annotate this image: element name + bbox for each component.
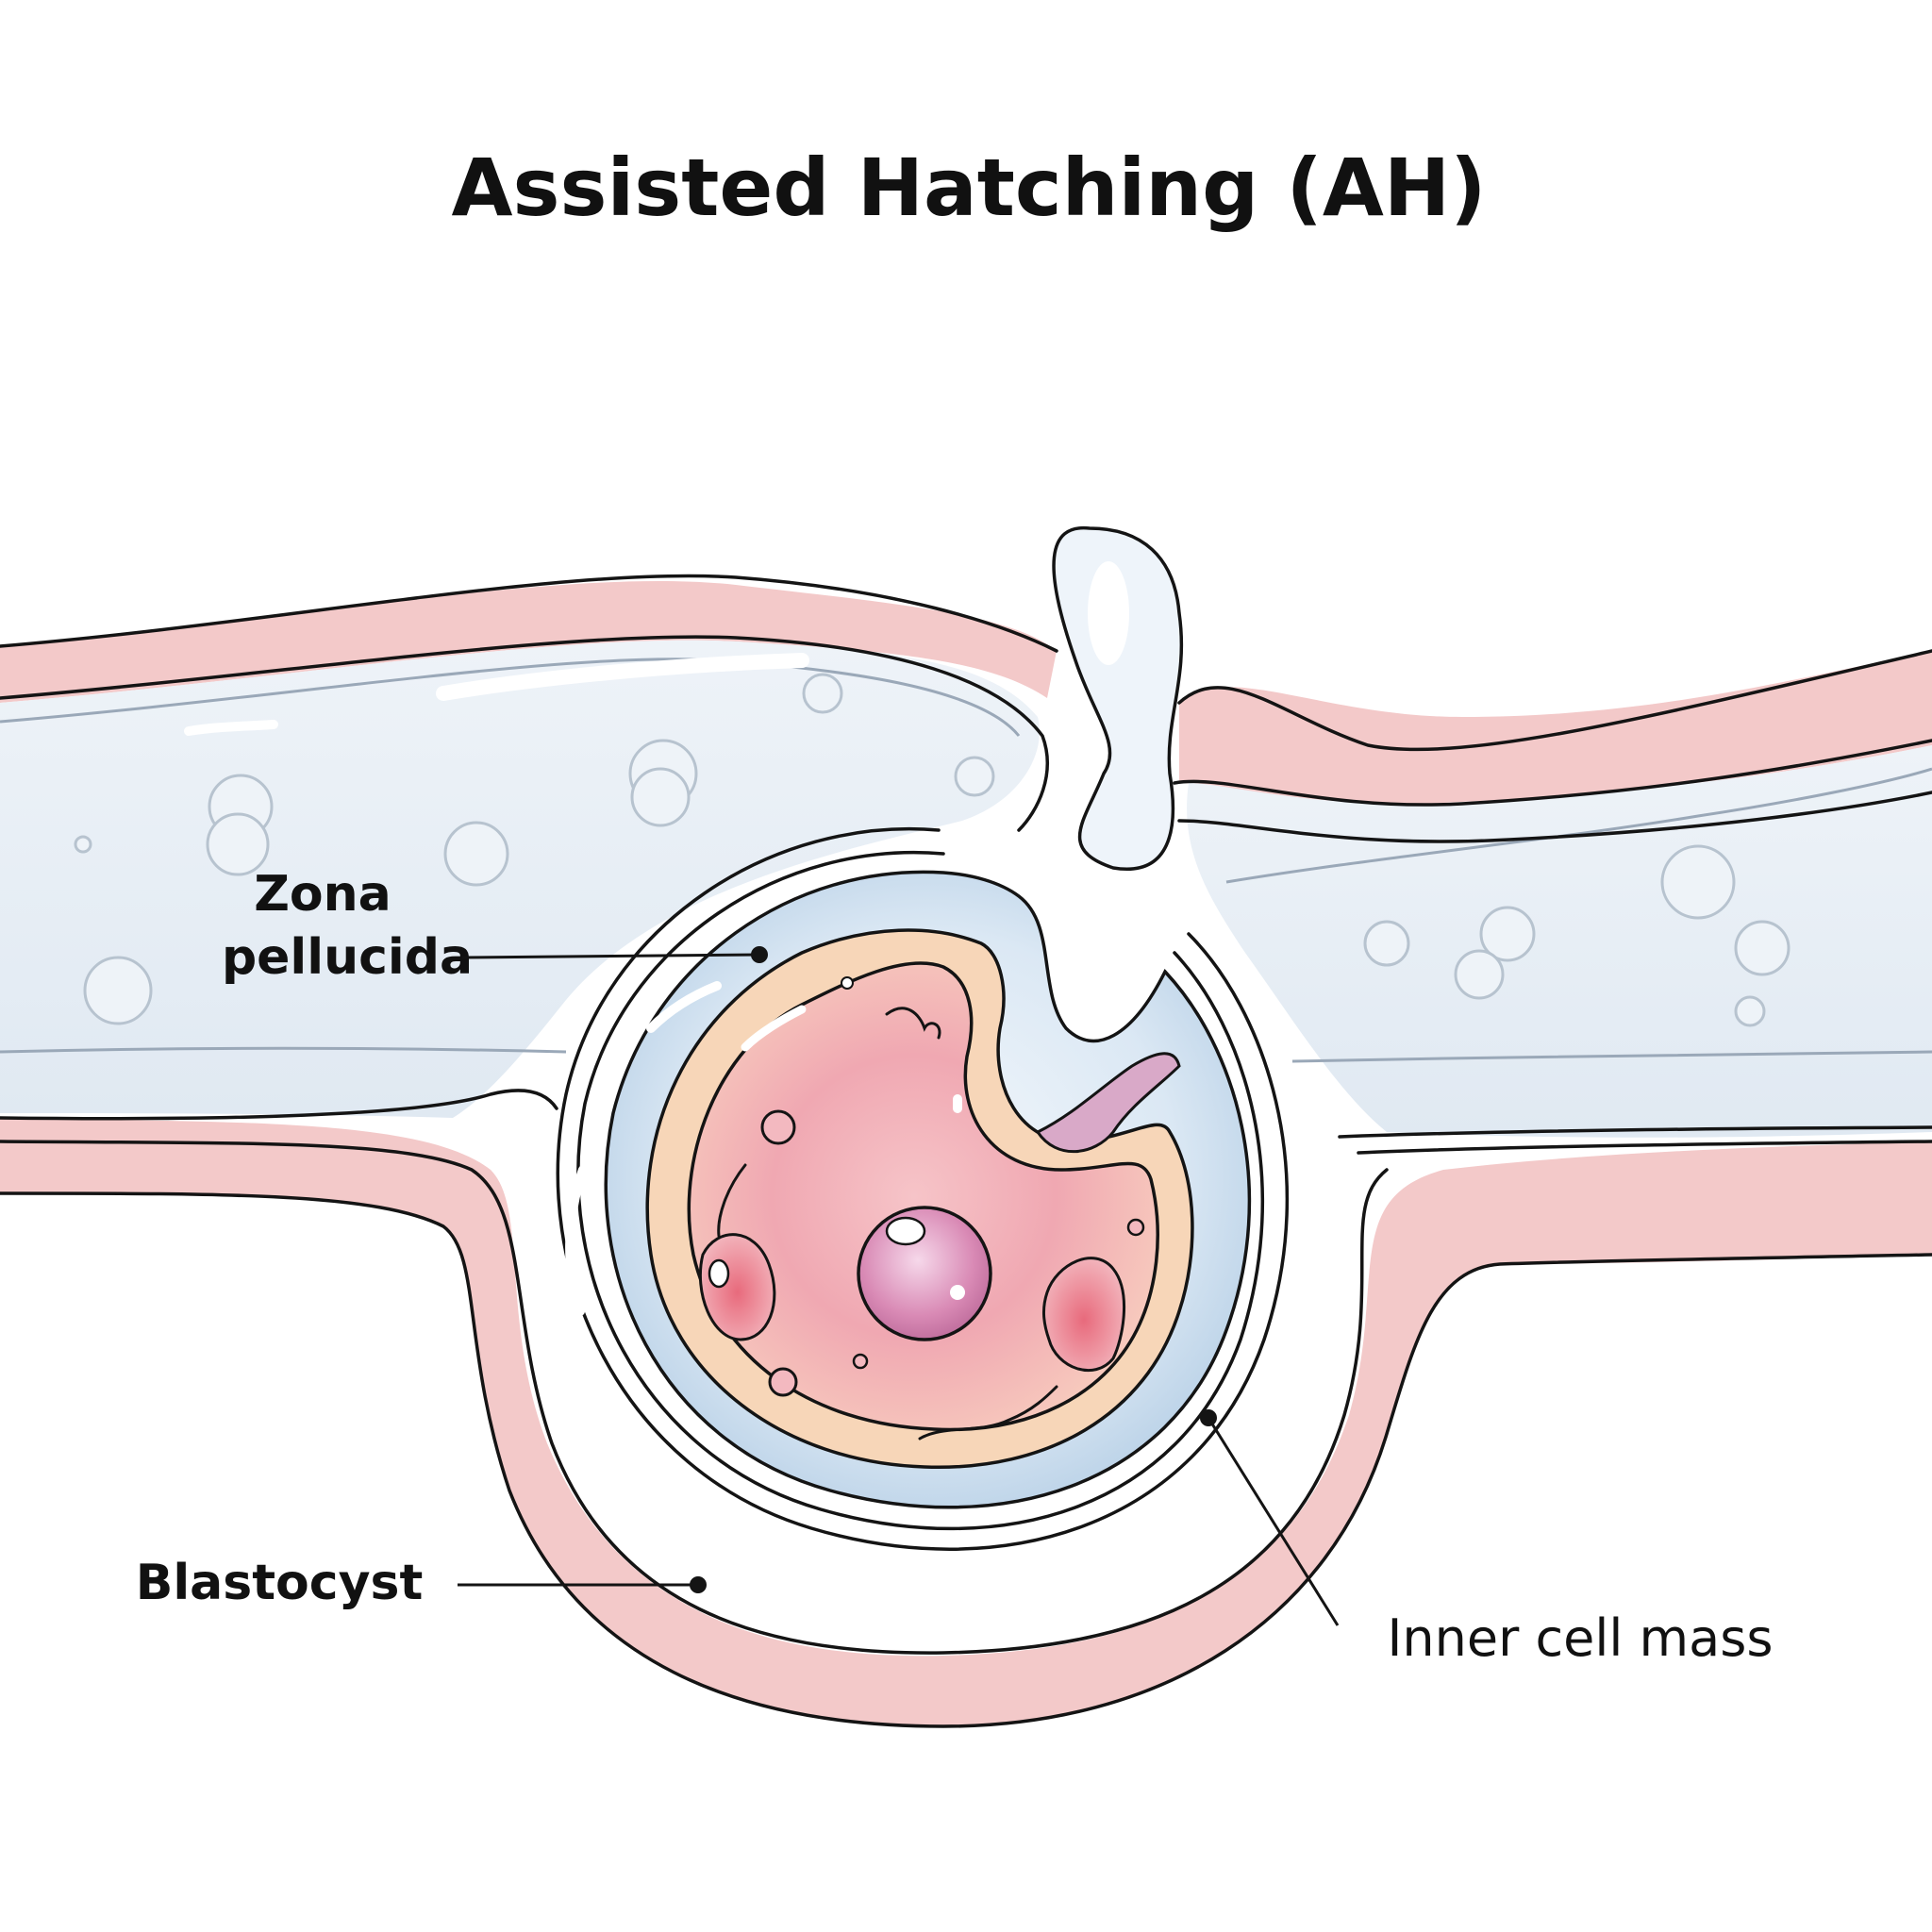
- bubble: [206, 812, 270, 876]
- bubble: [1454, 949, 1505, 1000]
- tube-outline-top-right-outer: [1177, 649, 1932, 752]
- blastocyst-ring-outer: [556, 827, 1290, 1551]
- nucleus-dot: [950, 1285, 965, 1300]
- tube-outline-right-inner2: [1177, 791, 1932, 843]
- leader-dot-blastocyst: [690, 1576, 707, 1593]
- label-zona-line2: pellucida: [222, 929, 473, 986]
- label-zona-pellucida: Zona pellucida: [222, 866, 768, 986]
- vesicle-5: [841, 976, 854, 990]
- lumen-highlight-2: [184, 720, 278, 736]
- blastocyst-ring-middle: [576, 851, 1264, 1531]
- label-blastocyst: Blastocyst: [136, 1555, 424, 1611]
- tube-lumen-left: [0, 640, 1040, 1118]
- vesicle-2: [768, 1367, 798, 1397]
- cell-mass-contour-bottom: [918, 1385, 1058, 1441]
- herniation-highlight: [1088, 561, 1129, 665]
- organelle-left-small: [708, 1258, 730, 1289]
- leader-dot-inner-cell-mass: [1200, 1409, 1217, 1426]
- vesicle-3: [852, 1353, 869, 1370]
- bubble: [83, 956, 153, 1025]
- bubble: [630, 767, 691, 827]
- bubble: [1363, 920, 1410, 967]
- leader-inner-cell-mass: [1207, 1417, 1340, 1626]
- bubble: [802, 673, 843, 714]
- bubble: [1734, 920, 1790, 976]
- tube-outline-bottom-outermost: [0, 1191, 1932, 1728]
- leader-zona: [461, 953, 760, 959]
- tube-outline-top-inner-left: [0, 635, 1049, 832]
- cell-mass-body: [687, 961, 1159, 1432]
- zona-highlight-left: [565, 1165, 588, 1316]
- vesicle-1: [760, 1109, 796, 1145]
- tube-outline-top-outer-left: [0, 574, 1058, 653]
- vesicle-6: [953, 1094, 962, 1113]
- tube-wall-bottom: [0, 1118, 1932, 1726]
- bubble: [74, 835, 92, 854]
- leader-dot-zona: [751, 946, 768, 963]
- bubble: [443, 821, 509, 887]
- blastocyst: [556, 827, 1290, 1551]
- vesicle-4: [1126, 1218, 1145, 1237]
- herniating-trophectoderm: [1035, 1052, 1181, 1154]
- label-zona-line1: Zona: [254, 866, 391, 923]
- cell-mass-inner-contour: [885, 1007, 941, 1040]
- bubble: [1479, 906, 1536, 962]
- tube: [0, 574, 1932, 1728]
- lumen-highlight-1: [436, 653, 809, 701]
- diagram-title: Assisted Hatching (AH): [451, 142, 1486, 234]
- lumen-line-top-right: [1225, 767, 1932, 884]
- lumen-line-mid-left: [0, 1046, 567, 1054]
- zona-herniation: [1052, 525, 1184, 871]
- lumen-line-top-left: [0, 658, 1021, 737]
- tube-outline-bottom-left-inner: [0, 1089, 558, 1121]
- lumen-line-mid-right: [1291, 1050, 1932, 1063]
- label-blastocyst-group: Blastocyst: [136, 1555, 707, 1611]
- cell-mass-contour-left: [717, 1163, 747, 1238]
- organelle-right: [1042, 1257, 1125, 1373]
- tube-outline-bottom-left-outer: [0, 1140, 1389, 1655]
- tube-outline-top-right-inner: [1173, 739, 1932, 807]
- nucleus-highlight: [885, 1216, 926, 1246]
- label-inner-cell-mass-group: Inner cell mass: [1200, 1409, 1774, 1668]
- bubble: [1734, 995, 1766, 1027]
- cell-highlight: [741, 1005, 807, 1052]
- lumen-bubbles: [74, 653, 1790, 1027]
- bubble: [1660, 844, 1736, 920]
- bubble: [954, 756, 995, 797]
- tube-outline-bottom-right-2: [1357, 1140, 1932, 1155]
- tube-lumen-right: [1187, 745, 1932, 1138]
- hatching-opening: [1052, 525, 1184, 871]
- label-inner-cell-mass: Inner cell mass: [1387, 1608, 1773, 1668]
- tube-wall-top-right: [1179, 651, 1932, 805]
- zona-highlight-top: [646, 981, 722, 1033]
- tube-outline-bottom-right: [1338, 1125, 1932, 1139]
